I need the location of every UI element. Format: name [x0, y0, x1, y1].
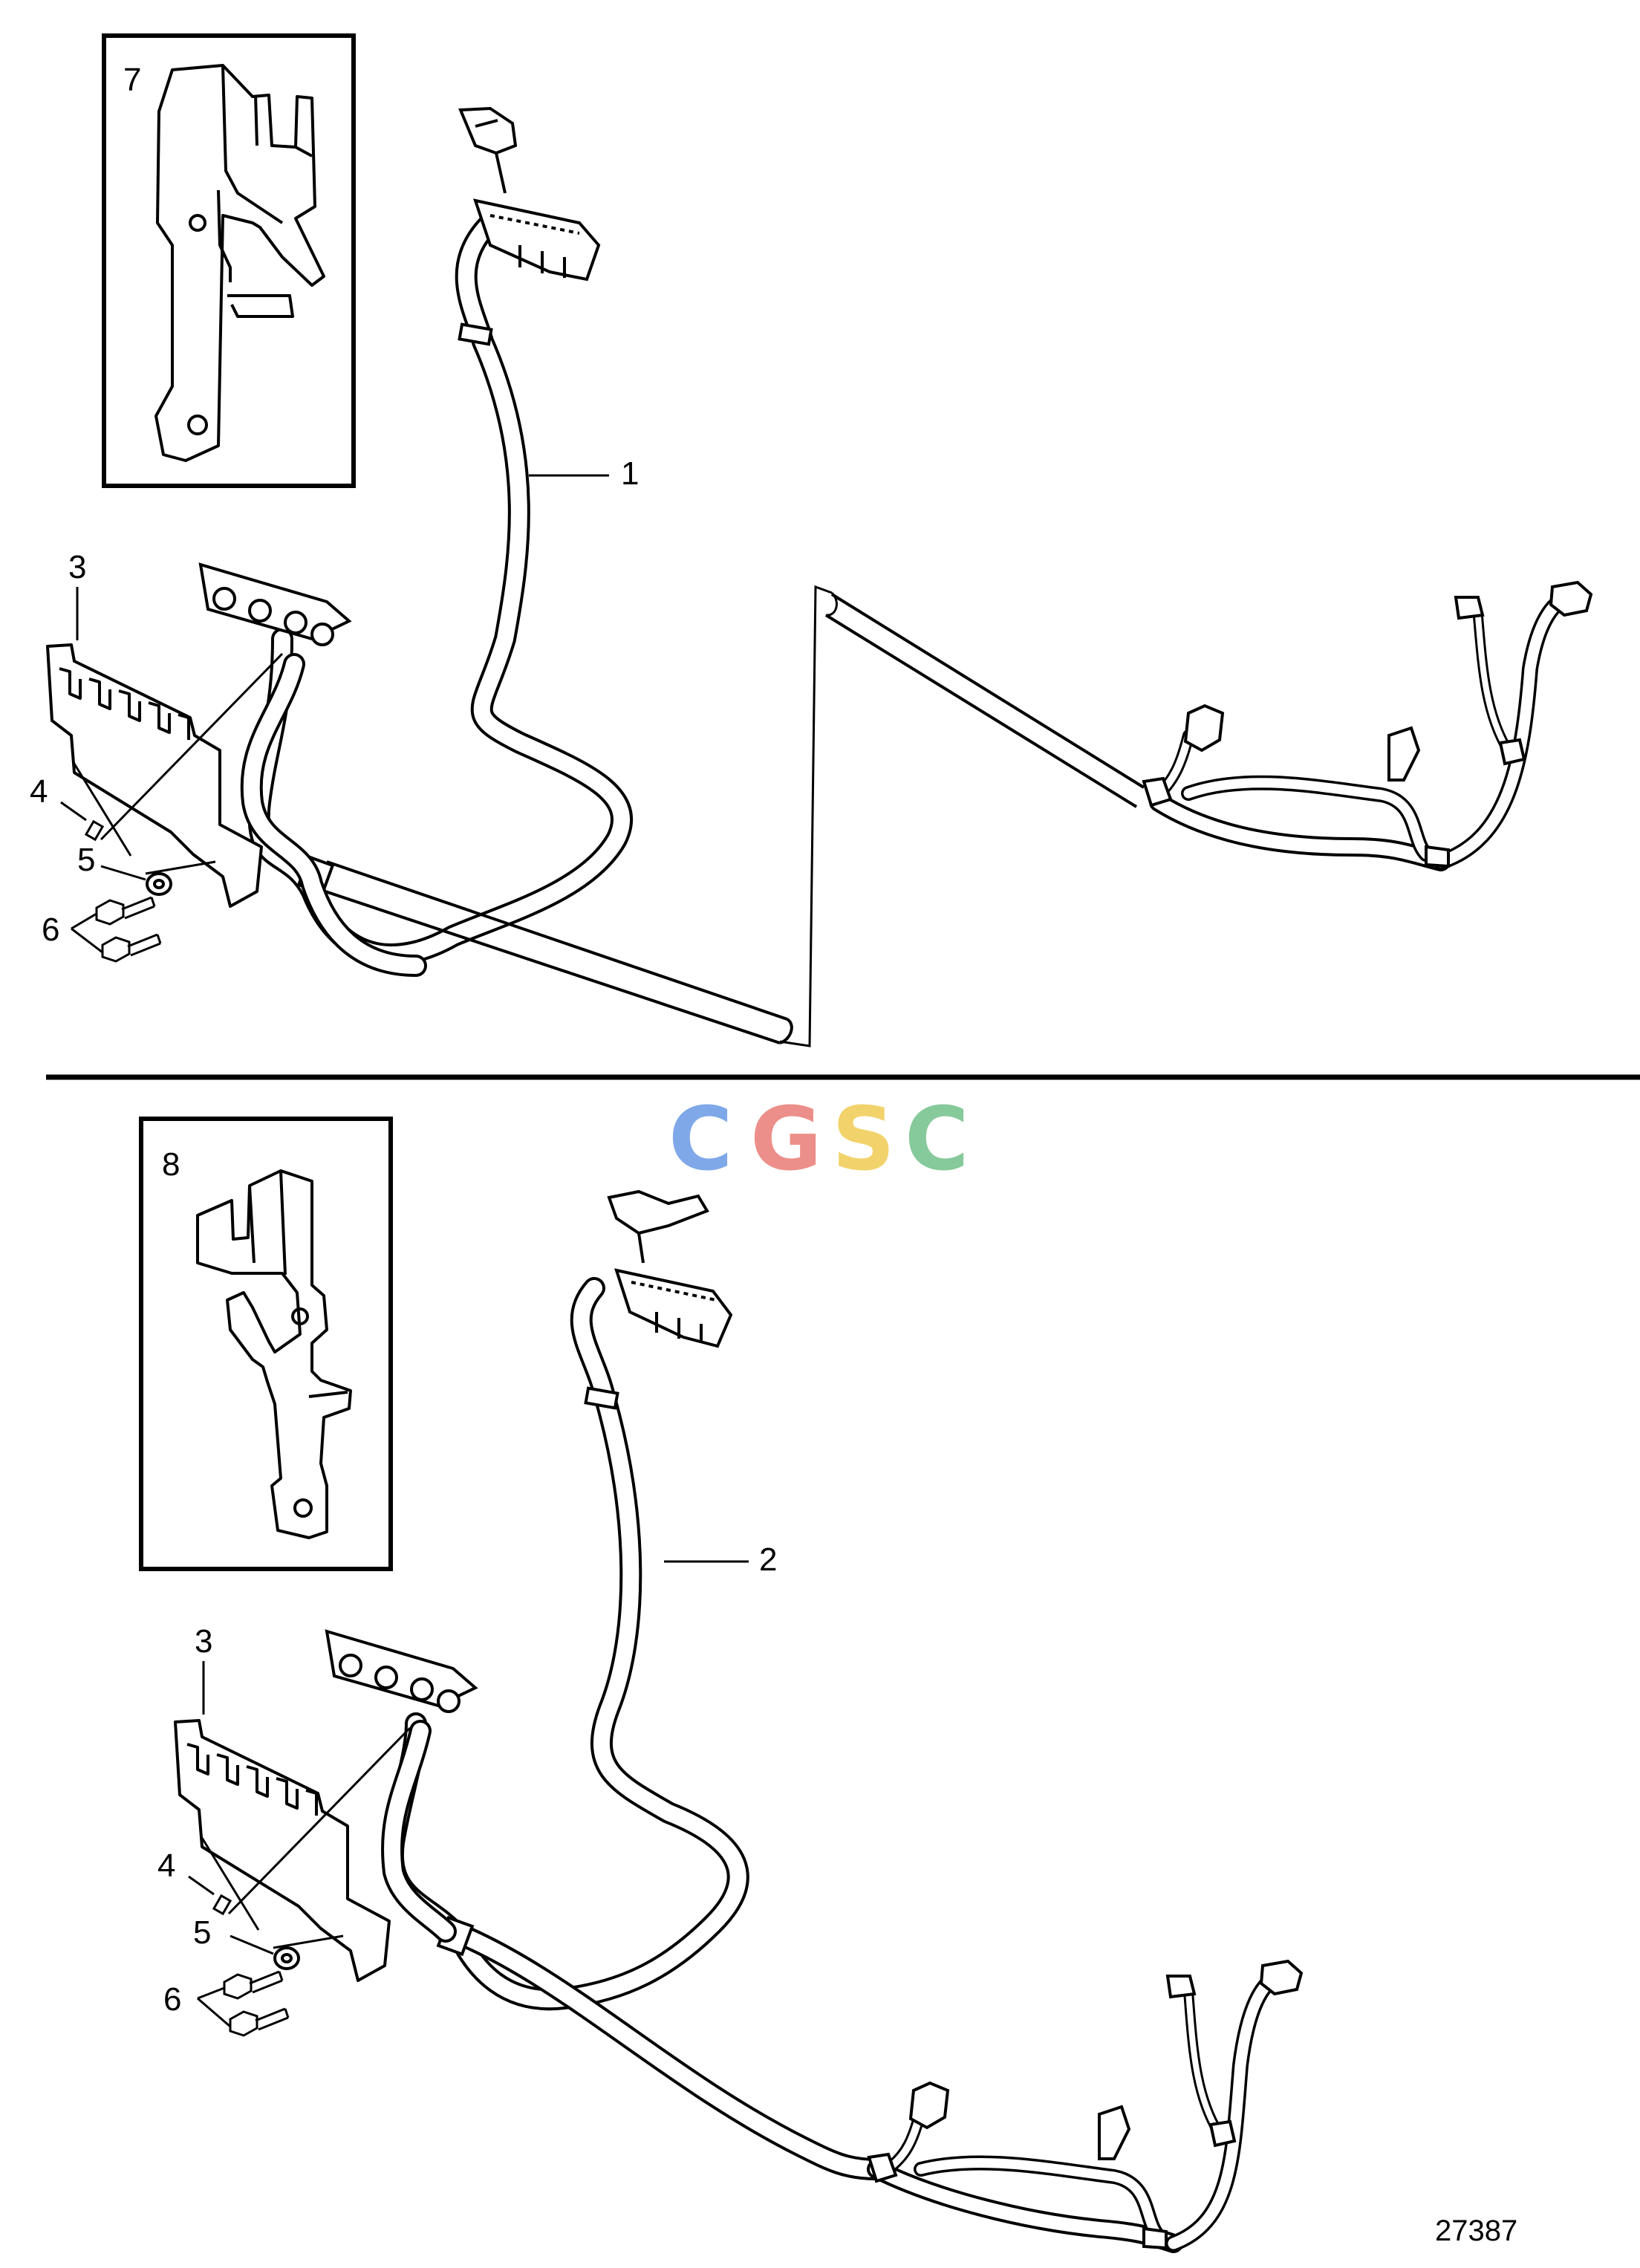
harness-1: 1 [247, 106, 793, 1044]
bracket-7-drawing [154, 64, 325, 462]
bracket-8-drawing [196, 1169, 352, 1539]
callout-4-top: 4 [30, 773, 48, 810]
washer-5-top [146, 872, 172, 896]
callout-1: 1 [621, 455, 639, 492]
bracket-3-assembly-top: 3 4 5 6 [30, 549, 427, 977]
continuation-lines [779, 585, 838, 1047]
harness-1-right-branch [824, 580, 1593, 871]
top-view: 7 [30, 33, 1593, 1047]
bottom-view: 8 [139, 1117, 1517, 2253]
callout-2: 2 [759, 1541, 777, 1578]
bracket-3-assembly-bottom: 3 4 5 6 [157, 1623, 478, 2037]
callout-4-bottom: 4 [157, 1848, 175, 1884]
harness-2-right-branch: 27387 [867, 1959, 1517, 2253]
inset-label-8: 8 [162, 1146, 180, 1183]
screw-4-bottom [212, 1894, 232, 1916]
callout-3-top: 3 [68, 549, 86, 585]
screw-4-top [84, 819, 105, 842]
inset-box-8: 8 [139, 1117, 393, 1571]
callout-6-top: 6 [42, 912, 59, 948]
logo-letter-c2: C [905, 1088, 969, 1190]
callout-5-top: 5 [77, 842, 95, 878]
bolt-6-top [95, 896, 162, 963]
cgsc-watermark-logo: C G S C [668, 1088, 969, 1190]
callout-6-bottom: 6 [163, 1981, 181, 2018]
bolt-6-bottom [223, 1970, 290, 2037]
callout-3-bottom: 3 [195, 1623, 212, 1660]
logo-letter-s: S [832, 1088, 895, 1190]
callout-5-bottom: 5 [193, 1914, 211, 1951]
drawing-number: 27387 [1435, 2215, 1517, 2247]
inset-box-7: 7 [102, 33, 356, 488]
inset-label-7: 7 [123, 62, 141, 98]
logo-letter-c1: C [668, 1088, 733, 1190]
logo-letter-g: G [750, 1088, 822, 1190]
washer-5-bottom [273, 1946, 300, 1970]
